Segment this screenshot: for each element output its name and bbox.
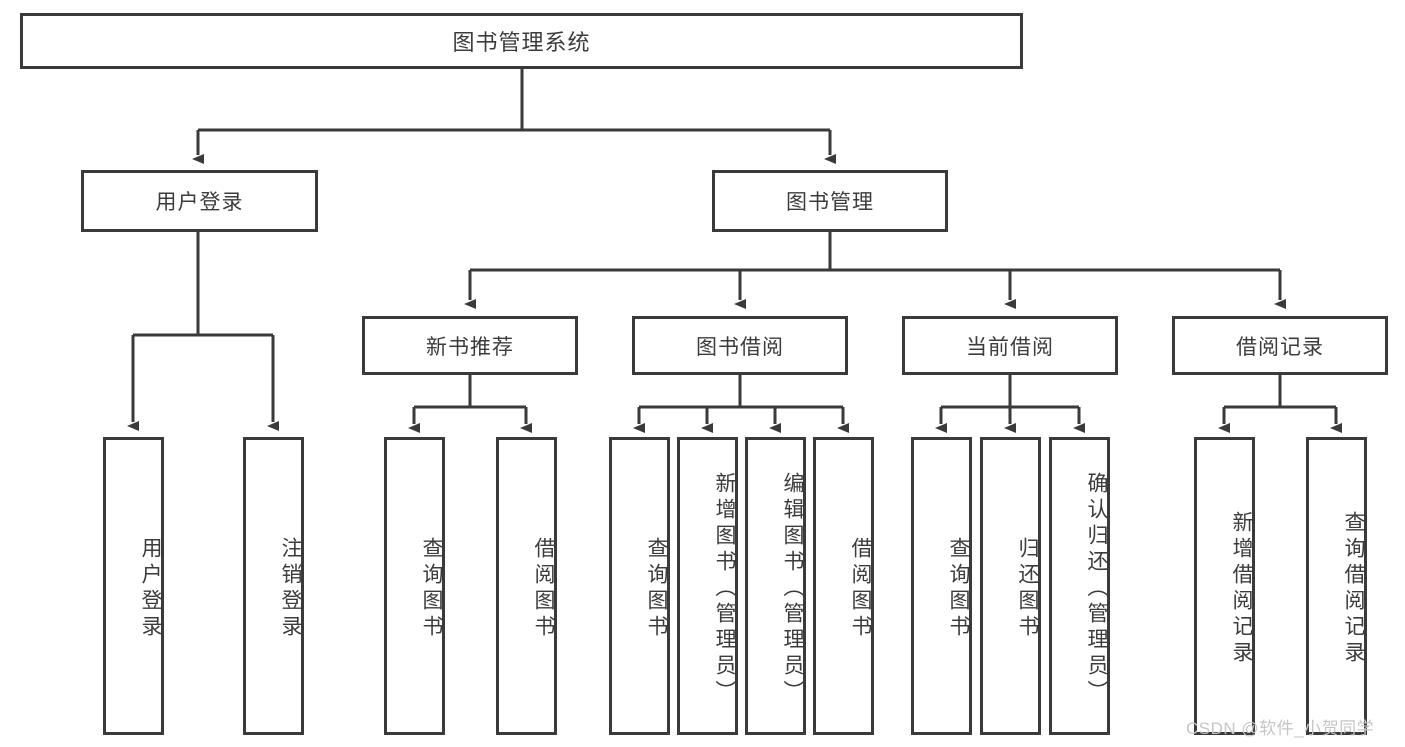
node-label: 借阅图书 [532, 537, 555, 641]
leaf-record-query-borrow-record[interactable]: 查询借阅记录 [1306, 437, 1367, 735]
leaf-current-confirm-return-admin[interactable]: 确认归还（管理员） [1049, 437, 1110, 735]
node-label: 注销登录 [279, 537, 302, 641]
node-book-management[interactable]: 图书管理 [712, 170, 948, 232]
node-label: 查询图书 [420, 537, 443, 641]
node-label: 新书推荐 [426, 335, 514, 359]
leaf-borrow-query-books[interactable]: 查询图书 [609, 437, 670, 735]
node-label: 当前借阅 [966, 335, 1054, 359]
csdn-watermark: CSDN @软件_小贺同学 [1186, 719, 1375, 738]
node-label: 借阅记录 [1236, 335, 1324, 359]
node-label: 查询图书 [947, 537, 970, 641]
node-label: 新增借阅记录 [1230, 511, 1253, 667]
node-user-login[interactable]: 用户登录 [81, 170, 318, 232]
node-label: 归还图书 [1016, 537, 1039, 641]
node-label: 新增图书（管理员） [713, 472, 736, 706]
node-label: 查询借阅记录 [1342, 511, 1365, 667]
node-label: 图书管理系统 [452, 30, 591, 55]
leaf-new-book-query-books[interactable]: 查询图书 [384, 437, 445, 735]
node-book-borrowing[interactable]: 图书借阅 [632, 316, 848, 375]
node-borrow-records[interactable]: 借阅记录 [1172, 316, 1388, 375]
node-current-borrowing[interactable]: 当前借阅 [902, 316, 1118, 375]
node-label: 图书管理 [786, 191, 874, 214]
leaf-current-query-books[interactable]: 查询图书 [911, 437, 972, 735]
node-label: 用户登录 [139, 537, 162, 641]
leaf-new-book-borrow-books[interactable]: 借阅图书 [496, 437, 557, 735]
node-label: 确认归还（管理员） [1085, 472, 1108, 706]
node-label: 编辑图书（管理员） [781, 472, 804, 706]
leaf-record-add-borrow-record[interactable]: 新增借阅记录 [1194, 437, 1255, 735]
leaf-current-return-books[interactable]: 归还图书 [980, 437, 1041, 735]
node-label: 查询图书 [645, 537, 668, 641]
leaf-user-login[interactable]: 用户登录 [103, 437, 164, 735]
leaf-logout[interactable]: 注销登录 [243, 437, 304, 735]
node-label: 图书借阅 [696, 335, 784, 359]
node-new-book-recommendation[interactable]: 新书推荐 [362, 316, 578, 375]
leaf-borrow-add-book-admin[interactable]: 新增图书（管理员） [677, 437, 738, 735]
leaf-borrow-edit-book-admin[interactable]: 编辑图书（管理员） [745, 437, 806, 735]
leaf-borrow-borrow-books[interactable]: 借阅图书 [813, 437, 874, 735]
node-label: 借阅图书 [849, 537, 872, 641]
node-label: 用户登录 [155, 191, 244, 214]
node-root-book-management-system[interactable]: 图书管理系统 [20, 13, 1023, 69]
